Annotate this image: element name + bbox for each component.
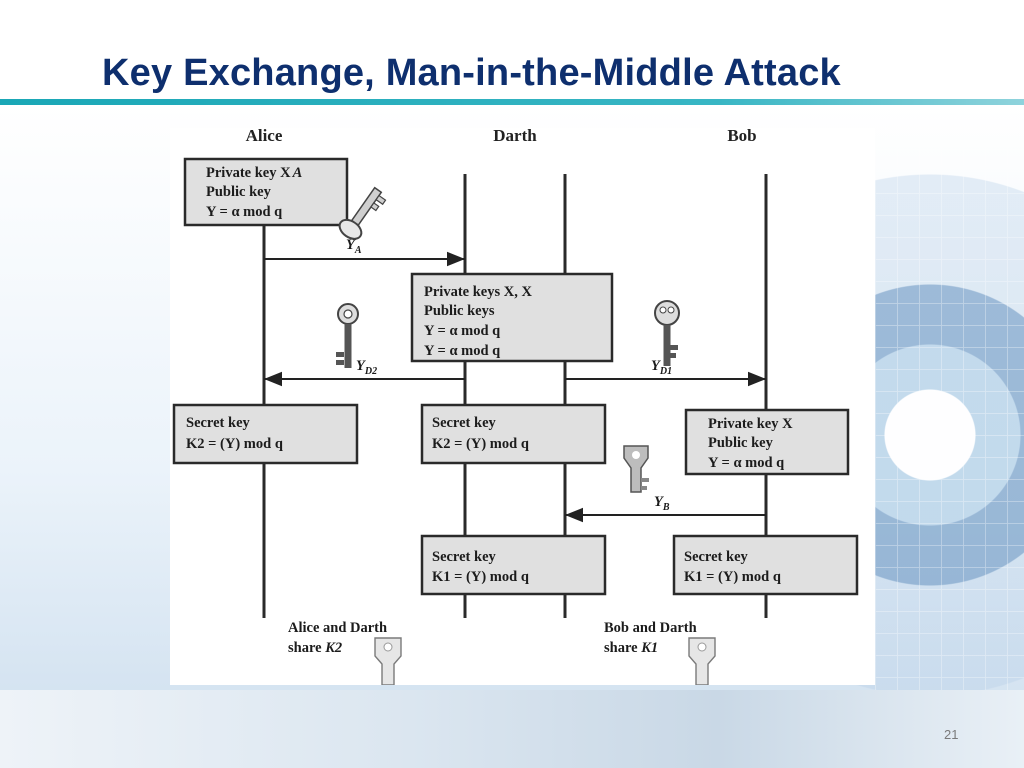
key-icon-yb [623,445,649,493]
slide-title: Key Exchange, Man-in-the-Middle Attack [102,52,841,94]
darth-box-line3: Y = α mod q [424,323,500,339]
alice-secret-box [172,403,359,465]
shared-key-k1-icon [688,637,716,685]
background-bottom-band [0,690,1024,768]
bob-secret-box [672,534,859,596]
title-underline [0,99,1024,105]
label-ya: YA [346,237,362,256]
alice-key-box [183,157,349,227]
share-left-line1: Alice and Darth [288,620,387,636]
bob-box-line2: Public key [708,435,774,451]
alice-box-line3: Y = α mod q [206,204,282,220]
label-yd1: YD1 [651,358,672,377]
share-right-line1: Bob and Darth [604,620,697,636]
share-left-line2: share K2 [288,640,342,656]
bob-secret-line1: Secret key [684,549,748,565]
label-yb: YB [654,494,670,513]
bob-key-box [684,408,850,476]
darth-key-box [410,272,614,363]
darth-secret-k2-line1: Secret key [432,415,496,431]
bob-secret-line2: K1 = (Y) mod q [684,569,781,585]
bob-box-line1: Private key X [708,416,793,432]
darth-secret-k2-box [420,403,607,465]
darth-secret-k1-line1: Secret key [432,549,496,565]
page-number: 21 [944,727,959,742]
darth-box-line4: Y = α mod q [424,343,500,359]
darth-secret-k2-line2: K2 = (Y) mod q [432,436,529,452]
actor-bob-label: Bob [727,128,756,145]
key-icon-yd1 [654,300,680,366]
background-grid-pattern [875,105,1024,705]
key-icon-yd2 [336,303,359,368]
darth-secret-k1-line2: K1 = (Y) mod q [432,569,529,585]
darth-secret-k1-box [420,534,607,596]
alice-secret-line2: K2 = (Y) mod q [186,436,283,452]
actor-darth-label: Darth [493,128,537,145]
actor-alice-label: Alice [246,128,283,145]
darth-box-line1: Private keys X, X [424,284,532,300]
alice-box-line2: Public key [206,184,272,200]
key-icon-ya [338,186,387,240]
shared-key-k2-icon [374,637,402,685]
bob-box-line3: Y = α mod q [708,455,784,471]
share-right-line2: share K1 [604,640,658,656]
label-yd2: YD2 [356,358,377,377]
alice-secret-line1: Secret key [186,415,250,431]
darth-box-line2: Public keys [424,303,495,319]
